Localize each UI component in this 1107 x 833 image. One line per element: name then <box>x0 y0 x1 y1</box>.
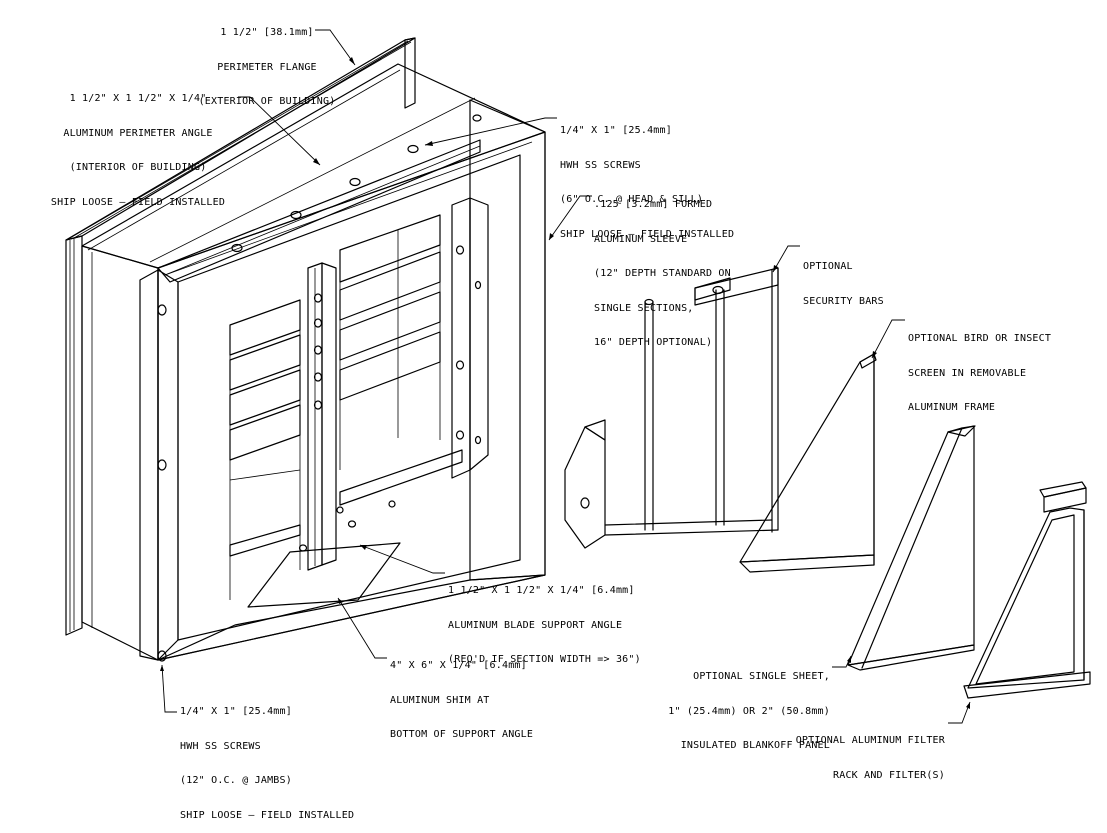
label-line: ALUMINUM SHIM AT <box>390 694 490 706</box>
label-line: 16" DEPTH OPTIONAL) <box>594 337 713 348</box>
label-line: (6" O.C. @ HEAD & SILL) <box>560 194 704 205</box>
label-line: HWH SS SCREWS <box>180 740 261 752</box>
blankoff-panel <box>847 425 976 671</box>
drawing-stage: 1 1/2" [38.1mm] PERIMETER FLANGE (EXTERI… <box>38 4 1098 821</box>
louver-assembly <box>65 37 546 662</box>
label-line: SCREEN IN REMOVABLE <box>908 367 1027 379</box>
perimeter-angle-head <box>157 139 481 283</box>
label-jamb-screws: 1/4" X 1" [25.4mm] HWH SS SCREWS (12" O.… <box>180 683 410 833</box>
filter-rack <box>963 481 1091 699</box>
label-line: OPTIONAL ALUMINUM FILTER <box>795 735 945 746</box>
label-line: OPTIONAL <box>803 261 853 272</box>
label-line: 1 1/2" [38.1mm] <box>220 27 314 38</box>
label-line: 1/4" X 1" [25.4mm] <box>560 125 672 136</box>
label-blade-support-angle: 1 1/2" X 1 1/2" X 1/4" [6.4mm] ALUMINUM … <box>448 562 678 677</box>
label-line: 1 1/2" X 1 1/2" X 1/4" [6.4mm] <box>448 585 635 596</box>
blade-bolts <box>298 293 396 552</box>
perimeter-flange <box>65 37 416 636</box>
label-line: .125 [3.2mm] FORMED <box>594 199 713 210</box>
jamb-screws <box>157 245 482 662</box>
blade-support-angle <box>307 262 337 571</box>
label-bird-screen: OPTIONAL BIRD OR INSECT SCREEN IN REMOVA… <box>908 310 1098 425</box>
label-line: (12" DEPTH STANDARD ON <box>594 268 731 279</box>
label-line: ALUMINUM SLEEVE <box>594 233 688 245</box>
label-shim: 4" X 6" X 1/4" [6.4mm] ALUMINUM SHIM AT … <box>390 637 590 752</box>
label-line: HWH SS SCREWS <box>560 159 641 171</box>
label-line: OPTIONAL BIRD OR INSECT <box>908 333 1052 344</box>
label-line: (REQ'D IF SECTION WIDTH => 36") <box>448 654 641 665</box>
label-line: RACK AND FILTER(S) <box>833 769 945 781</box>
label-line: SHIP LOOSE – FIELD INSTALLED <box>180 809 355 821</box>
jamb-angle-right <box>451 197 489 479</box>
bird-screen <box>739 353 877 573</box>
label-sleeve: .125 [3.2mm] FORMED ALUMINUM SLEEVE (12"… <box>594 176 784 360</box>
label-line: SECURITY BARS <box>803 295 884 307</box>
label-security-bars: OPTIONAL SECURITY BARS <box>803 238 923 319</box>
label-head-sill-screws: 1/4" X 1" [25.4mm] HWH SS SCREWS (6" O.C… <box>560 102 780 252</box>
louver-blades-right <box>339 214 441 470</box>
label-line: PERIMETER FLANGE <box>217 61 317 73</box>
label-perimeter-angle: 1 1/2" X 1 1/2" X 1/4" ALUMINUM PERIMETE… <box>38 70 238 220</box>
label-line: OPTIONAL SINGLE SHEET, <box>693 671 830 682</box>
label-line: (EXTERIOR OF BUILDING) <box>198 96 336 107</box>
label-line: ALUMINUM FRAME <box>908 402 996 413</box>
label-line: 4" X 6" X 1/4" [6.4mm] <box>390 660 527 671</box>
sill-angle <box>339 449 463 506</box>
label-line: 1/4" X 1" [25.4mm] <box>180 706 292 717</box>
security-bars <box>564 267 779 549</box>
jamb-angle-left <box>139 269 179 661</box>
label-line: ALUMINUM BLADE SUPPORT ANGLE <box>448 619 623 631</box>
label-line: 1 1/2" X 1 1/2" X 1/4" <box>69 93 207 104</box>
label-line: (INTERIOR OF BUILDING) <box>69 162 207 173</box>
head-screws <box>231 114 482 253</box>
label-line: SINGLE SECTIONS, <box>594 302 694 314</box>
label-line: SHIP LOOSE – FIELD INSTALLED <box>560 228 735 240</box>
label-line: (12" O.C. @ JAMBS) <box>180 775 292 786</box>
label-line: ALUMINUM PERIMETER ANGLE <box>63 127 213 139</box>
label-filter-rack: OPTIONAL ALUMINUM FILTER RACK AND FILTER… <box>770 712 945 793</box>
sill-angle-left <box>229 524 301 557</box>
louver-assembly-drawing <box>65 29 1091 724</box>
label-line: 1" (25.4mm) OR 2" (50.8mm) <box>668 705 830 717</box>
label-perimeter-flange: 1 1/2" [38.1mm] PERIMETER FLANGE (EXTERI… <box>182 4 352 119</box>
label-line: SHIP LOOSE – FIELD INSTALLED <box>50 196 226 208</box>
label-line: BOTTOM OF SUPPORT ANGLE <box>390 729 534 740</box>
louver-blades-left <box>229 299 301 600</box>
leader-lines <box>160 29 971 724</box>
